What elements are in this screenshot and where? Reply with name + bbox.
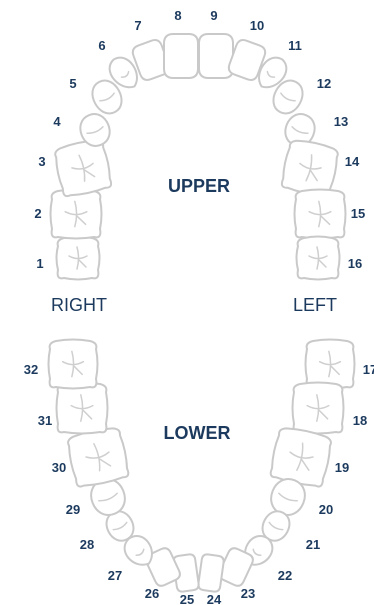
tooth-24[interactable] (198, 554, 225, 593)
tooth-number-10: 10 (250, 18, 264, 33)
tooth-8[interactable] (164, 34, 198, 78)
tooth-8-outline[interactable] (164, 34, 198, 78)
tooth-9-outline[interactable] (199, 34, 233, 78)
tooth-number-18: 18 (353, 413, 367, 428)
tooth-32[interactable] (49, 340, 98, 389)
tooth-number-6: 6 (98, 38, 105, 53)
tooth-number-14: 14 (345, 154, 360, 169)
tooth-number-8: 8 (174, 8, 181, 23)
tooth-number-11: 11 (288, 38, 302, 53)
left-side-label: LEFT (293, 295, 337, 315)
tooth-18[interactable] (293, 383, 344, 434)
tooth-number-24: 24 (207, 592, 222, 605)
right-side-label: RIGHT (51, 295, 107, 315)
tooth-number-3: 3 (38, 154, 45, 169)
tooth-number-9: 9 (210, 8, 217, 23)
tooth-2[interactable] (51, 190, 102, 239)
tooth-number-27: 27 (108, 568, 122, 583)
tooth-number-2: 2 (34, 206, 41, 221)
tooth-number-32: 32 (24, 362, 38, 377)
tooth-number-22: 22 (278, 568, 292, 583)
tooth-19[interactable] (269, 425, 334, 488)
tooth-number-4: 4 (53, 114, 61, 129)
tooth-number-16: 16 (348, 256, 362, 271)
tooth-1[interactable] (57, 237, 100, 280)
tooth-number-26: 26 (145, 586, 159, 601)
tooth-number-12: 12 (317, 76, 331, 91)
tooth-30[interactable] (66, 425, 131, 488)
tooth-3[interactable] (53, 138, 113, 198)
tooth-number-29: 29 (66, 502, 80, 517)
tooth-31[interactable] (57, 383, 108, 434)
tooth-number-1: 1 (36, 256, 43, 271)
upper-arch-label: UPPER (168, 176, 230, 196)
tooth-number-21: 21 (306, 537, 320, 552)
tooth-15[interactable] (295, 190, 346, 239)
tooth-24-outline[interactable] (198, 554, 225, 593)
tooth-number-23: 23 (241, 586, 255, 601)
tooth-number-13: 13 (334, 114, 348, 129)
lower-arch-label: LOWER (164, 423, 231, 443)
tooth-number-7: 7 (134, 18, 141, 33)
tooth-number-15: 15 (351, 206, 365, 221)
tooth-number-25: 25 (180, 592, 194, 605)
tooth-number-5: 5 (69, 76, 76, 91)
tooth-number-28: 28 (80, 537, 94, 552)
tooth-17[interactable] (306, 340, 355, 389)
tooth-number-20: 20 (319, 502, 333, 517)
tooth-16[interactable] (297, 237, 340, 280)
tooth-number-31: 31 (38, 413, 52, 428)
tooth-9[interactable] (199, 34, 233, 78)
tooth-number-19: 19 (335, 460, 349, 475)
tooth-number-17: 17 (363, 362, 374, 377)
tooth-number-30: 30 (52, 460, 66, 475)
